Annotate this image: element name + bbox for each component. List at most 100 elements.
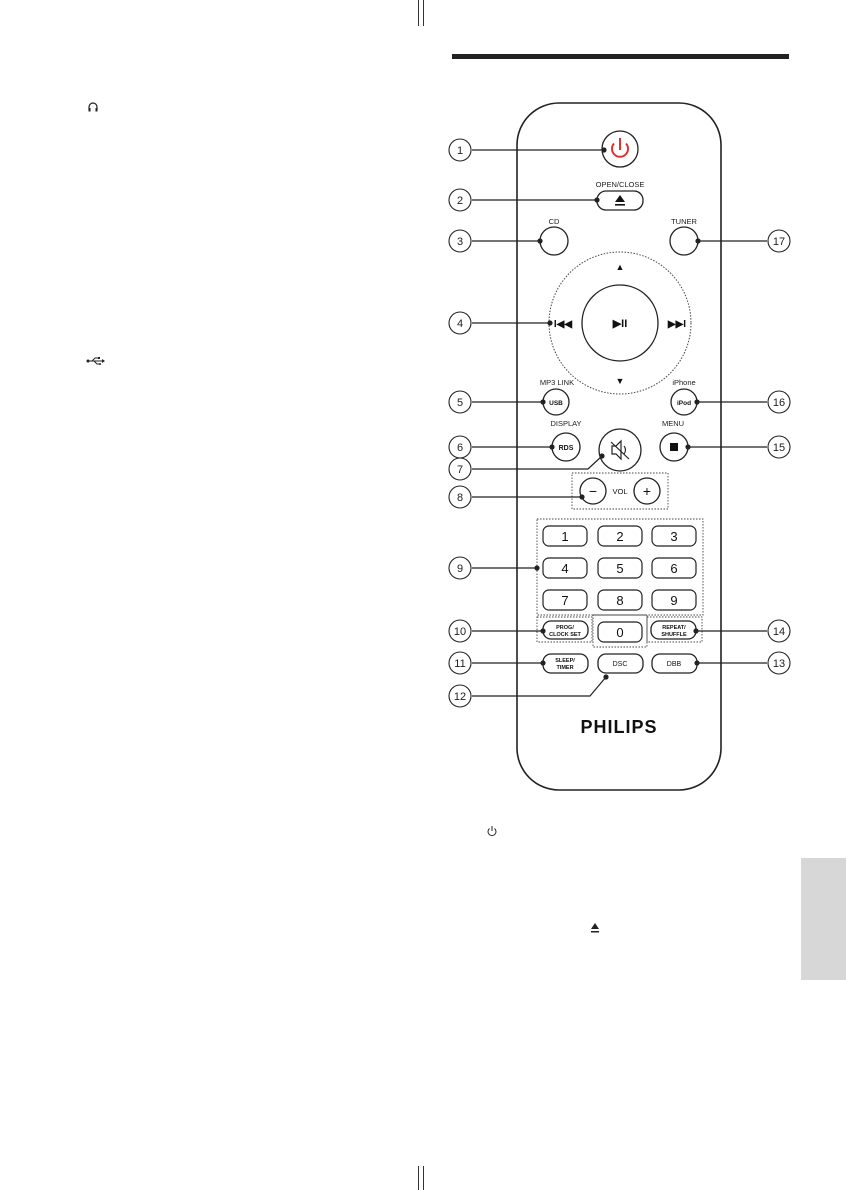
number-key-label: 5: [616, 561, 623, 576]
callout-13: 13: [694, 651, 791, 675]
clock-set-label: CLOCK SET: [549, 632, 581, 638]
number-key-label: 4: [561, 561, 568, 576]
dsc-button[interactable]: [597, 653, 644, 674]
next-icon[interactable]: ▶▶I: [667, 319, 686, 330]
callout-number: 17: [773, 236, 785, 248]
tuner-button[interactable]: [669, 226, 699, 256]
number-key-2[interactable]: 2: [597, 525, 643, 547]
repeat-label: REPEAT/: [662, 625, 686, 631]
iphone-label: iPhone: [672, 378, 695, 387]
callout-number: 2: [457, 195, 463, 207]
previous-icon[interactable]: I◀◀: [554, 319, 572, 330]
callout-number: 8: [457, 492, 463, 504]
callout-11: 11: [448, 651, 546, 675]
callout-17: 17: [695, 229, 791, 253]
number-key-6[interactable]: 6: [651, 557, 697, 579]
callout-9: 9: [448, 556, 540, 580]
volume-up-button[interactable]: [633, 477, 661, 505]
callout-10: 10: [448, 619, 546, 643]
crop-mark: [418, 0, 419, 26]
volume-down-button[interactable]: [579, 477, 607, 505]
callout-4: 4: [448, 311, 553, 335]
number-key-0[interactable]: 0: [597, 621, 643, 643]
dbb-label: DBB: [667, 661, 682, 668]
power-icon: [486, 825, 498, 840]
number-key-8[interactable]: 8: [597, 589, 643, 611]
callout-1: 1: [448, 138, 607, 162]
number-key-label: 9: [670, 593, 677, 608]
menu-label: MENU: [662, 419, 684, 428]
callout-12: 12: [448, 674, 609, 708]
cd-button[interactable]: [539, 226, 569, 256]
ipod-button-label: iPod: [677, 400, 691, 407]
callout-3: 3: [448, 229, 543, 253]
repeat-group: [646, 616, 703, 643]
crop-mark: [423, 1166, 424, 1190]
mute-icon: [610, 439, 630, 461]
number-keypad: 1 2 3 4 5 6 7 8 9 0: [542, 525, 697, 643]
zero-key-group: [592, 614, 648, 648]
sleep-label: SLEEP/: [555, 658, 575, 664]
language-tab: [801, 858, 846, 980]
timer-label: TIMER: [556, 665, 573, 671]
vol-label: VOL: [612, 487, 627, 496]
play-pause-icon: ▶II: [612, 318, 628, 330]
usb-button-label: USB: [549, 400, 563, 407]
section-rule: [452, 54, 789, 59]
number-key-label: 6: [670, 561, 677, 576]
callout-15: 15: [685, 435, 791, 459]
callout-number: 11: [454, 658, 465, 670]
stop-icon: [670, 443, 678, 451]
mute-button[interactable]: [598, 428, 642, 472]
callout-number: 1: [457, 145, 463, 157]
callout-number: 14: [773, 626, 785, 638]
headphone-icon: [87, 101, 99, 116]
callout-7: 7: [448, 453, 605, 481]
prog-group: [536, 616, 593, 643]
mp3-link-label: MP3 LINK: [540, 378, 574, 387]
callout-16: 16: [694, 390, 791, 414]
number-key-label: 7: [561, 593, 568, 608]
callout-number: 10: [454, 626, 466, 638]
number-key-4[interactable]: 4: [542, 557, 588, 579]
number-key-3[interactable]: 3: [651, 525, 697, 547]
number-key-label: 8: [616, 593, 623, 608]
volume-group: [571, 472, 669, 510]
number-key-7[interactable]: 7: [542, 589, 588, 611]
callout-number: 6: [457, 442, 463, 454]
crop-mark: [418, 1166, 419, 1190]
power-button[interactable]: [601, 130, 639, 168]
callout-number: 15: [773, 442, 785, 454]
callout-2: 2: [448, 188, 600, 212]
callout-number: 4: [457, 318, 463, 330]
brand-logo: PHILIPS: [580, 717, 657, 737]
number-key-label: 0: [616, 625, 623, 640]
rds-button-label: RDS: [559, 445, 574, 452]
callout-14: 14: [693, 619, 791, 643]
dsc-label: DSC: [613, 661, 628, 668]
tuner-label: TUNER: [671, 217, 697, 226]
number-key-1[interactable]: 1: [542, 525, 588, 547]
number-key-label: 1: [561, 529, 568, 544]
callout-number: 9: [457, 563, 463, 575]
play-pause-button[interactable]: [581, 284, 659, 362]
display-label: DISPLAY: [550, 419, 581, 428]
number-key-label: 3: [670, 529, 677, 544]
number-key-9[interactable]: 9: [651, 589, 697, 611]
down-arrow-icon[interactable]: ▼: [616, 376, 625, 386]
open-close-label: OPEN/CLOSE: [596, 180, 645, 189]
open-close-button[interactable]: [596, 190, 644, 211]
callout-number: 3: [457, 236, 463, 248]
volume-up-label: +: [643, 483, 651, 499]
shuffle-label: SHUFFLE: [661, 632, 687, 638]
crop-mark: [423, 0, 424, 26]
number-key-label: 2: [616, 529, 623, 544]
prog-label: PROG/: [556, 625, 574, 631]
number-key-5[interactable]: 5: [597, 557, 643, 579]
callout-number: 13: [773, 658, 785, 670]
callout-8: 8: [448, 485, 585, 509]
callout-number: 12: [454, 691, 466, 703]
up-arrow-icon[interactable]: ▲: [616, 262, 625, 272]
